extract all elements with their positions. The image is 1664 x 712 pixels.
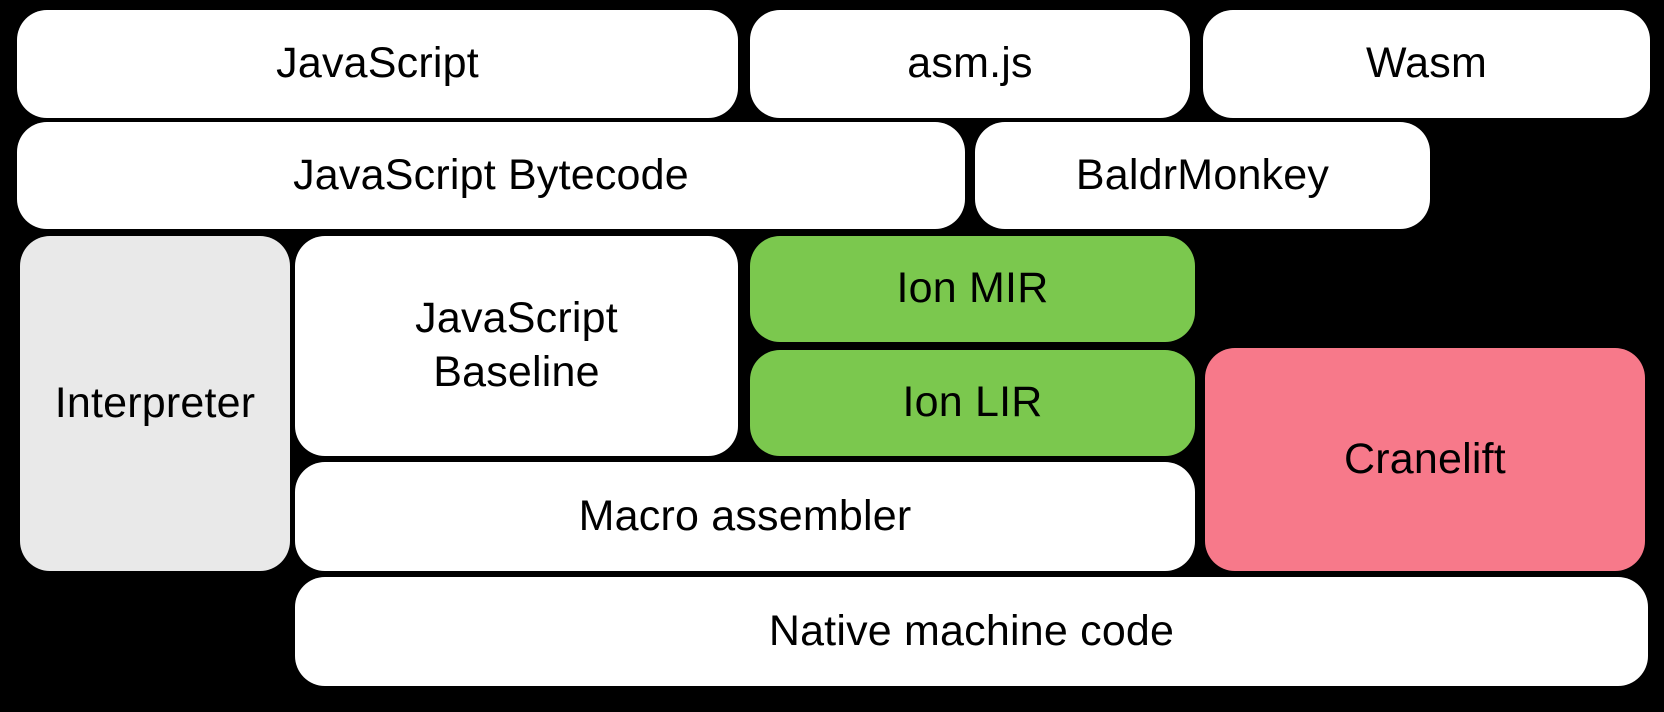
node-javascript-baseline: JavaScript Baseline	[295, 236, 738, 456]
node-label-cranelift: Cranelift	[1344, 434, 1506, 483]
node-interpreter: Interpreter	[20, 236, 290, 571]
node-label-javascript-bytecode: JavaScript Bytecode	[293, 150, 689, 199]
node-cranelift: Cranelift	[1205, 348, 1645, 571]
node-label-ion-mir: Ion MIR	[896, 264, 1049, 313]
node-label-javascript: JavaScript	[276, 39, 479, 88]
node-macro-assembler: Macro assembler	[295, 462, 1195, 571]
node-ion-mir: Ion MIR	[750, 236, 1195, 342]
node-label-asm-js: asm.js	[907, 39, 1033, 88]
node-label-ion-lir: Ion LIR	[902, 378, 1043, 427]
node-label-wasm: Wasm	[1365, 39, 1488, 88]
node-label-baldrmonkey: BaldrMonkey	[1075, 150, 1330, 199]
node-ion-lir: Ion LIR	[750, 350, 1195, 456]
node-wasm: Wasm	[1203, 10, 1650, 118]
node-javascript: JavaScript	[17, 10, 738, 118]
node-label-javascript-baseline: JavaScript Baseline	[415, 294, 618, 396]
node-label-interpreter: Interpreter	[54, 378, 256, 427]
node-javascript-bytecode: JavaScript Bytecode	[17, 122, 965, 229]
node-label-native-machine-code: Native machine code	[768, 606, 1175, 655]
node-label-macro-assembler: Macro assembler	[578, 491, 912, 540]
node-native-machine-code: Native machine code	[295, 577, 1648, 686]
node-asm-js: asm.js	[750, 10, 1190, 118]
node-baldrmonkey: BaldrMonkey	[975, 122, 1430, 229]
